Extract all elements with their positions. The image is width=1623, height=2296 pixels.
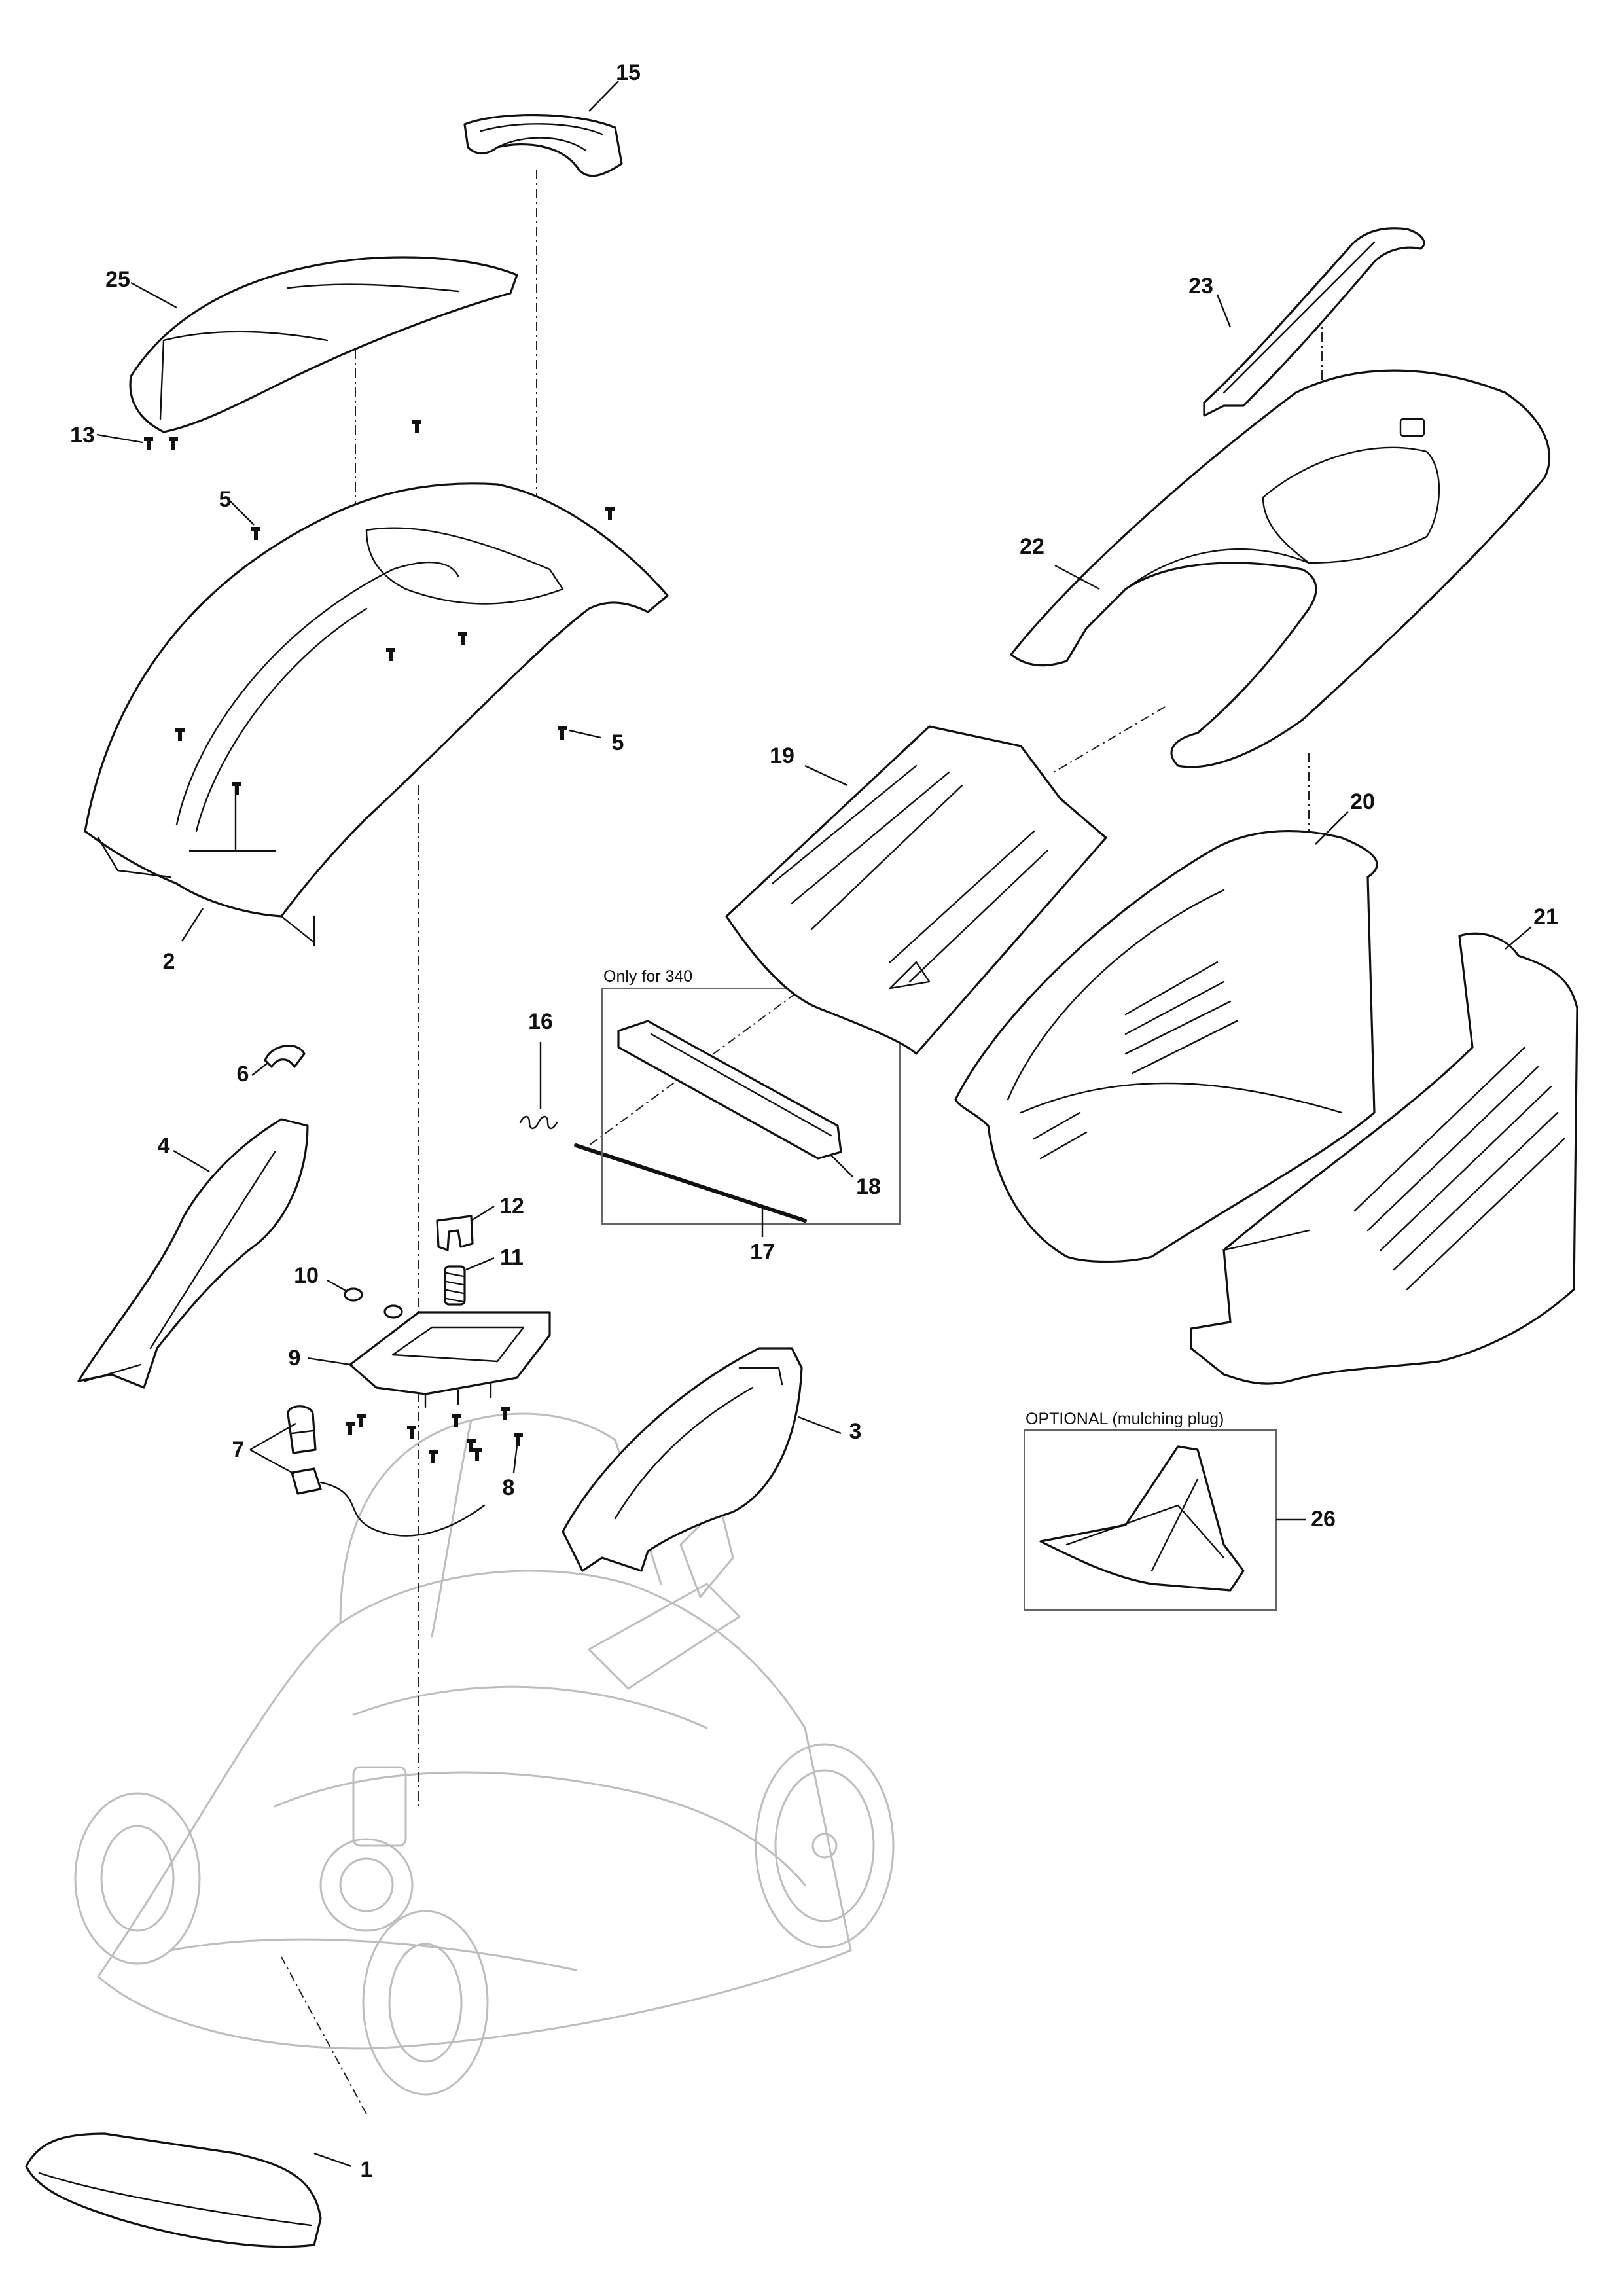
callout-21: 21 <box>1533 905 1558 929</box>
part-17-rod <box>574 1143 807 1223</box>
part-22-grassbox-lid <box>1010 369 1550 768</box>
callout-10: 10 <box>294 1263 319 1288</box>
part-23-handle-bar <box>1203 227 1425 417</box>
part-10-grommets <box>344 1287 403 1319</box>
callout-8: 8 <box>503 1475 515 1500</box>
part-12-latch <box>436 1215 474 1251</box>
callout-18: 18 <box>856 1174 881 1199</box>
mower-wheel-ghost-rear-right <box>755 1743 895 1948</box>
part-15-handle-grip <box>463 114 623 177</box>
callout-15: 15 <box>616 60 641 85</box>
callout-11: 11 <box>500 1245 524 1270</box>
part-4-side-panel-left <box>77 1118 309 1389</box>
part-18-flap-bar <box>617 1020 842 1160</box>
callout-16: 16 <box>528 1009 553 1034</box>
screws-13 <box>144 437 178 450</box>
callout-2: 2 <box>163 949 175 974</box>
mower-wheel-ghost-front-right <box>362 1910 489 2096</box>
part-6-clip <box>264 1045 306 1068</box>
part-9-switch-box <box>349 1311 551 1408</box>
callout-12: 12 <box>499 1194 524 1219</box>
part-26-mulching-plug <box>1039 1445 1245 1592</box>
screws-8 <box>346 1407 523 1463</box>
callout-4: 4 <box>158 1134 170 1158</box>
callout-25: 25 <box>105 267 130 292</box>
callout-13: 13 <box>70 423 95 448</box>
callout-5-top: 5 <box>219 487 232 512</box>
callout-19: 19 <box>770 744 794 768</box>
part-21-grassbox-shell <box>1190 932 1578 1385</box>
box-only-for-340 <box>601 988 901 1225</box>
part-1-front-bumper <box>25 2132 322 2248</box>
callout-6: 6 <box>237 1062 249 1086</box>
callout-1: 1 <box>361 2157 373 2182</box>
screws-5 <box>175 420 615 795</box>
part-19-cover-plate <box>725 725 1107 1055</box>
label-only-for-340: Only for 340 <box>603 967 692 986</box>
callout-17: 17 <box>750 1240 775 1265</box>
callout-20: 20 <box>1350 789 1375 814</box>
callout-9: 9 <box>289 1346 301 1371</box>
callout-26: 26 <box>1311 1507 1336 1532</box>
callout-3: 3 <box>849 1419 862 1444</box>
part-2-handle-housing <box>84 482 669 947</box>
part-16-spring <box>519 1115 558 1130</box>
callout-5-bottom: 5 <box>612 730 624 755</box>
part-11-spring <box>444 1265 466 1306</box>
part-3-side-panel-right <box>562 1347 803 1572</box>
part-7-key-connector <box>287 1405 486 1537</box>
mower-wheel-ghost-front-left <box>74 1792 201 1965</box>
part-25-top-cover <box>129 256 518 433</box>
label-optional-mulching-plug: OPTIONAL (mulching plug) <box>1026 1410 1224 1428</box>
callout-23: 23 <box>1188 274 1213 298</box>
leader-lines <box>96 81 1532 2168</box>
part-20-grassbox-basket <box>954 830 1378 1263</box>
callout-7: 7 <box>232 1437 245 1462</box>
callout-22: 22 <box>1020 534 1044 559</box>
